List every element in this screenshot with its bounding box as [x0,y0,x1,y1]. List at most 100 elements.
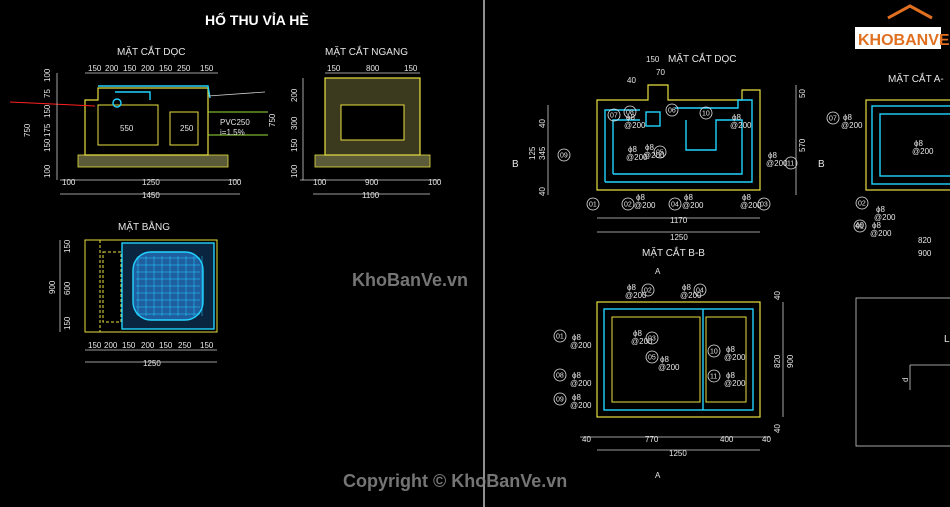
cross-bottom-100b: 100 [428,178,442,187]
aa-note-0-spacing: @200 [841,121,863,130]
bb-note-2-spacing: @200 [570,341,592,350]
aa-note-2-dia: ϕ8 [872,221,881,230]
plan-bottom-dim-6: 150 [200,341,214,350]
left-total-height: 750 [23,123,32,137]
bb-note-3-spacing: @200 [631,337,653,346]
red-pointer-line [9,101,96,107]
plan-side-150b: 150 [63,316,72,330]
left-top-dim-1: 200 [105,64,119,73]
bb-mark-11-circle [707,369,721,383]
bb-dim-400: 400 [720,435,734,444]
rl-mark-10: 10 [702,111,710,118]
aa-dim-900: 900 [918,249,932,258]
left-chamber-small [169,111,199,146]
plan-bottom-dim-1: 200 [104,341,118,350]
left-top-dim-2: 150 [123,64,137,73]
bb-mark-01-circle [553,329,567,343]
bb-mark-05: 05 [648,355,656,362]
rl-mark-04: 04 [671,202,679,209]
rl-note-1-dia: ϕ8 [628,145,637,154]
rl-mark-02-circle [621,197,635,211]
house-roof-icon [887,4,933,20]
rl-mark-06-circle [665,103,679,117]
inner-dim-550: 550 [120,124,134,133]
plan-total-height: 900 [48,280,57,294]
logo-text: KHOBANVE [858,32,950,49]
left-top-dim-4: 150 [159,64,173,73]
cross-side-dim-3: 100 [290,164,299,178]
bb-note-3-dia: ϕ8 [633,329,642,338]
rl-mark-03-circle [757,197,771,211]
rl-mark-04-circle [668,197,682,211]
rl-mark-06: 06 [668,108,676,115]
aa-note-2-spacing: @200 [870,229,892,238]
rl-mark-11: 11 [787,161,794,168]
rl-mark-05-circle [653,145,667,159]
left-bottom-1250: 1250 [142,178,160,187]
rl-mark-01-circle [586,197,600,211]
view-label-long-right: MẶT CẮT DỌC [668,52,737,65]
aa-rebar-outer [871,105,950,185]
right-top-150: 150 [646,55,660,64]
rl-mark-09-circle [557,148,571,162]
rl-note-2-dia: ϕ8 [645,143,654,152]
bb-mark-10: 10 [710,349,718,356]
rl-note-4-spacing: @200 [766,159,788,168]
bb-side-900: 900 [786,354,795,368]
bb-mark-11: 11 [710,374,717,381]
rl-note-3-spacing: @200 [730,121,752,130]
left-top-dim-0: 150 [88,64,102,73]
plan-bottom-dim-4: 150 [159,341,173,350]
aa-rebar-inner [879,113,950,177]
rl-note-5-spacing: @200 [634,201,656,210]
rl-mark-03: 03 [760,202,768,209]
rl-note-2-spacing: @200 [643,151,665,160]
pipe-label: PVC250 [220,118,250,127]
aa-note-0-dia: ϕ8 [843,113,852,122]
bb-side-40b: 40 [773,424,782,433]
left-base-slab [77,154,229,168]
bb-note-0-spacing: @200 [625,291,647,300]
rl-mark-07: 07 [610,113,618,120]
bb-mark-08: 08 [556,373,564,380]
bb-mark-02-circle [641,283,655,297]
right-wall-outline [596,84,761,191]
right-total-width: 1250 [670,233,688,242]
aa-mark-07-circle [826,111,840,125]
bb-note-1-spacing: @200 [680,291,702,300]
aa-mark-02-circle [855,196,869,210]
rl-mark-10-circle [699,106,713,120]
cross-base-slab [314,154,431,168]
left-inlet [115,91,151,100]
rl-mark-01: 01 [589,202,597,209]
bb-mark-02: 02 [644,288,652,295]
plan-bottom-dim-5: 250 [178,341,192,350]
rl-note-3-dia: ϕ8 [732,113,741,122]
bb-outline [596,301,761,418]
plan-total-width: 1250 [143,359,161,368]
left-side-dim-1: 75 [43,89,52,98]
left-side-dim-4: 150 [43,138,52,152]
bb-note-5-spacing: @200 [570,379,592,388]
bb-note-1-dia: ϕ8 [682,283,691,292]
aa-mark-01-circle [853,219,867,233]
bb-side-820: 820 [773,354,782,368]
bb-mark-03-circle [645,331,659,345]
rl-mark-08: 08 [626,110,634,117]
aa-note-3-dia: ϕ8 [914,139,923,148]
rl-note-6-spacing: @200 [682,201,704,210]
drawing-title: HỐ THU VỈA HÈ [205,11,309,28]
cross-top-150b: 150 [404,64,418,73]
bb-total-width: 1250 [669,449,687,458]
plan-side-600: 600 [63,281,72,295]
aa-note-3-spacing: @200 [912,147,934,156]
rl-note-0-dia: ϕ8 [626,113,635,122]
watermark-center: KhoBanVe.vn [352,270,468,290]
rl-mark-02: 02 [624,202,632,209]
partial-frame [855,297,950,447]
